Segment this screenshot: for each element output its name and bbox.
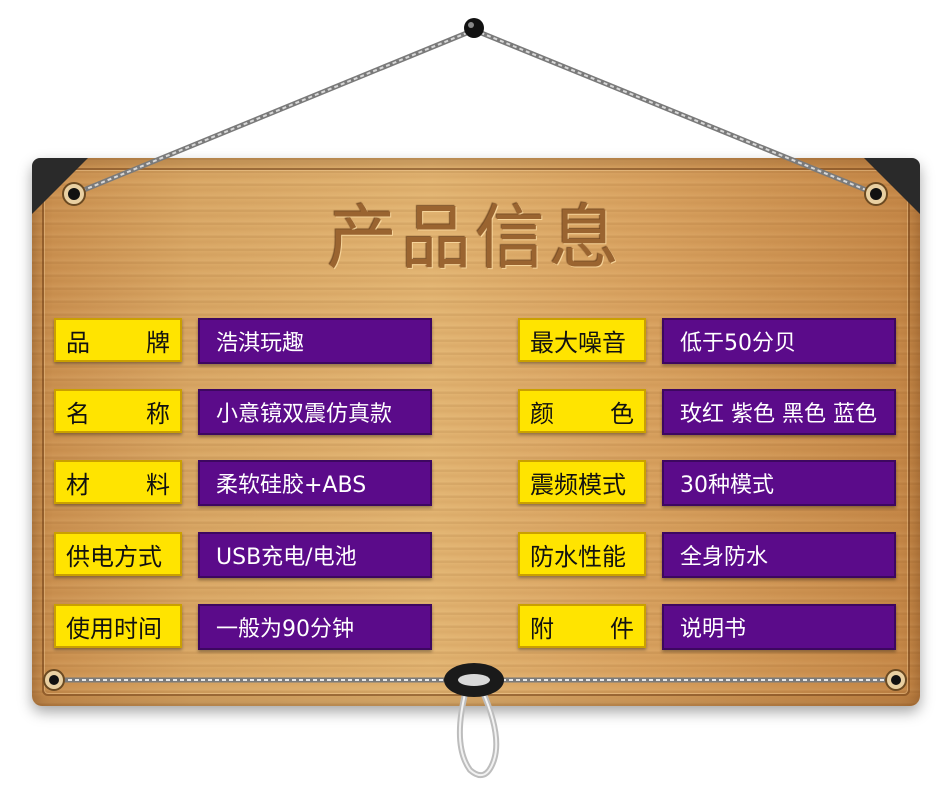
label-text: 震频模式 [530,470,626,499]
label-text: 供电方式 [66,542,162,571]
button-clasp-slot [458,674,490,686]
label-char: 料 [146,470,170,499]
hanging-loop-highlight [458,689,498,777]
label-char: 颜 [530,399,554,428]
label-char: 件 [610,614,634,643]
right-label: 颜色 [518,389,646,433]
label-text: 最大噪音 [530,328,626,357]
right-label: 附件 [518,604,646,648]
nail-highlight [468,22,474,28]
label-text: 使用时间 [66,614,162,643]
label-char: 品 [66,328,90,357]
right-value: 30种模式 [662,460,896,506]
label-char: 名 [66,399,90,428]
left-label: 使用时间 [54,604,182,648]
grommet-hole [49,675,59,685]
label-char: 牌 [146,328,170,357]
label-text: 防水性能 [530,542,626,571]
right-label: 防水性能 [518,532,646,576]
right-label: 最大噪音 [518,318,646,362]
left-label: 供电方式 [54,532,182,576]
left-value: 浩淇玩趣 [198,318,432,364]
right-value: 低于50分贝 [662,318,896,364]
label-char: 附 [530,614,554,643]
right-value: 说明书 [662,604,896,650]
grommet-hole [891,675,901,685]
left-label: 材料 [54,460,182,504]
rope-right-strand [473,29,877,195]
left-value: 柔软硅胶+ABS [198,460,432,506]
grommet-hole [68,188,80,200]
rope-left-strand [73,29,475,195]
left-label: 名称 [54,389,182,433]
grommet-hole [870,188,882,200]
left-label: 品牌 [54,318,182,362]
label-char: 称 [146,399,170,428]
right-value: 全身防水 [662,532,896,578]
right-value: 玫红 紫色 黑色 蓝色 [662,389,896,435]
label-char: 材 [66,470,90,499]
left-value: USB充电/电池 [198,532,432,578]
right-label: 震频模式 [518,460,646,504]
left-value: 小意镜双震仿真款 [198,389,432,435]
page-title: 产品信息 [327,197,623,279]
nail-icon [464,18,484,38]
label-char: 色 [610,399,634,428]
left-value: 一般为90分钟 [198,604,432,650]
